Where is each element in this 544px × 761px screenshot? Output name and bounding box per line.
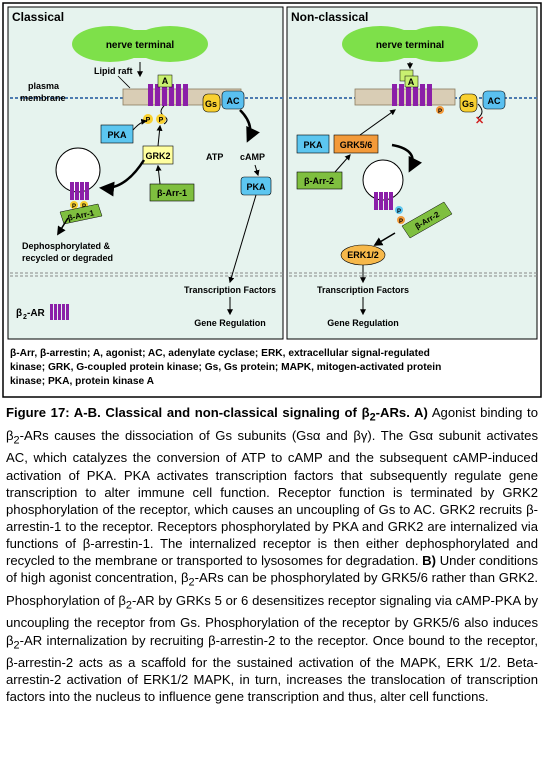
barr1-box-label: β-Arr-1 <box>157 188 187 198</box>
camp-label: cAMP <box>240 152 265 162</box>
abbrev-line3: kinase; PKA, protein kinase A <box>10 376 155 387</box>
phosphate-label: P <box>72 204 76 210</box>
receptor-nonclassical: A P <box>392 69 444 115</box>
b2ar-legend: β 2 -AR <box>16 304 69 321</box>
agonist-label: A <box>408 77 415 87</box>
barr1-box <box>149 183 195 202</box>
caption-p2a: Under conditions of high agonist concent… <box>6 552 539 586</box>
gs-label: Gs <box>205 99 217 109</box>
receptor-classical: A <box>148 74 188 125</box>
classical-panel: Classical nerve terminal plasma membrane… <box>7 6 284 340</box>
nonclassical-panel: Non-classical nerve terminal A P Gs <box>286 6 538 340</box>
caption-p2c-sub: 2 <box>13 639 20 652</box>
adenylate-cyclase-nonclassical <box>482 90 506 110</box>
phosphate-label: P <box>399 219 403 225</box>
nonclassical-title: Non-classical <box>291 10 368 24</box>
blocked-x-icon: ✕ <box>475 115 484 127</box>
caption-p2a-sub: 2 <box>188 576 195 589</box>
abbrev-line2: kinase; GRK, G-coupled protein kinase; G… <box>10 362 441 373</box>
legend-sub: 2 <box>23 314 27 321</box>
pka-box-nonclassical <box>296 134 330 154</box>
abbrev-line1: β-Arr, β-arrestin; A, agonist; AC, adeny… <box>10 348 430 359</box>
fate-line2: recycled or degraded <box>22 253 113 263</box>
caption-p2c: -AR by GRKs 5 or 6 desensitizes receptor… <box>6 592 538 648</box>
agonist-label: A <box>162 76 169 86</box>
internalized-vesicle-classical: P P β-Arr-1 <box>55 147 103 225</box>
barr2-box-label: β-Arr-2 <box>304 176 334 186</box>
atp-label: ATP <box>206 152 223 162</box>
grk2-label: GRK2 <box>145 151 170 161</box>
membrane-label: membrane <box>20 93 66 103</box>
gene-label-nonclassical: Gene Regulation <box>327 318 399 328</box>
adenylate-cyclase-classical <box>221 90 245 110</box>
grk56-label: GRK5/6 <box>340 140 373 150</box>
grk56-box <box>333 134 379 154</box>
caption-p2b: -ARs can be phosphorylated by GRK5/6 rat… <box>6 570 538 608</box>
legend-rest: -AR <box>27 308 46 319</box>
caption-label-end: -ARs. A) <box>375 405 428 420</box>
nerve-terminal-classical: nerve terminal <box>72 26 208 62</box>
gs-label: Gs <box>462 99 474 109</box>
caption-p2b-sub: 2 <box>125 599 132 612</box>
pka-right-label: PKA <box>246 182 266 192</box>
figure-diagram: Classical nerve terminal plasma membrane… <box>2 2 542 398</box>
gs-protein-classical <box>202 93 221 113</box>
lipid-raft-label: Lipid raft <box>94 66 133 76</box>
caption-p2d: -AR internalization by recruiting β-arre… <box>6 632 538 705</box>
phosphate-label: P <box>397 209 401 215</box>
caption-b-label: B) <box>422 552 436 568</box>
figure-caption: Figure 17: A-B. Classical and non-classi… <box>6 404 538 706</box>
phosphate-label: P <box>159 117 164 124</box>
caption-label-sub: 2 <box>369 411 376 424</box>
ac-label: AC <box>227 96 240 106</box>
erk-label: ERK1/2 <box>347 250 379 260</box>
caption-p1-sub: 2 <box>13 434 20 447</box>
caption-label: Figure 17: A-B. Classical and non-classi… <box>6 405 370 420</box>
plasma-label: plasma <box>28 81 60 91</box>
tf-label-nonclassical: Transcription Factors <box>317 285 409 295</box>
tf-label-classical: Transcription Factors <box>184 285 276 295</box>
nerve-terminal-label: nerve terminal <box>106 40 175 51</box>
nerve-terminal-nonclassical: nerve terminal <box>342 26 478 62</box>
pka-box-classical <box>100 124 134 144</box>
pka-label-nonclassical: PKA <box>303 140 323 150</box>
ac-label: AC <box>488 96 501 106</box>
gene-label-classical: Gene Regulation <box>194 318 266 328</box>
abbreviations-block: β-Arr, β-arrestin; A, agonist; AC, adeny… <box>10 348 441 387</box>
phosphate-label: P <box>438 109 442 115</box>
legend-b2ar: β <box>16 308 22 319</box>
gs-protein-nonclassical <box>459 93 478 113</box>
internalized-vesicle-nonclassical: P P β-Arr-2 <box>362 159 453 239</box>
barr2-box <box>296 171 343 190</box>
nerve-terminal-label: nerve terminal <box>376 40 445 51</box>
classical-title: Classical <box>12 10 64 24</box>
caption-p1: Agonist binding to β <box>6 405 538 443</box>
pka-label: PKA <box>107 130 127 140</box>
phosphate-label: P <box>146 117 151 124</box>
fate-line1: Dephosphorylated & <box>22 241 111 251</box>
caption-p1-rest: -ARs causes the dissociation of Gs subun… <box>6 427 538 568</box>
